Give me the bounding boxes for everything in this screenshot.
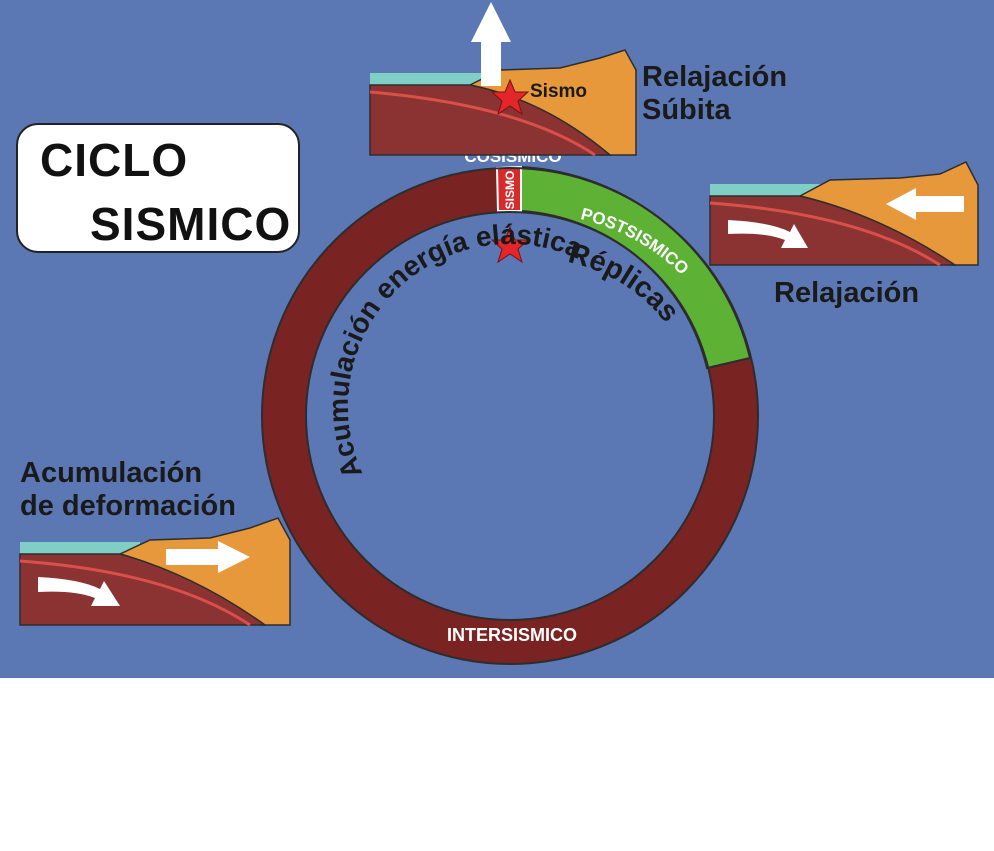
right-panel-curved-arrow — [728, 220, 808, 248]
left-caption-line-1: Acumulación — [20, 457, 203, 489]
left-caption-line-2: de deformación — [20, 490, 236, 522]
right-panel-slab-line — [709, 201, 941, 267]
top-subduction-panel: Sismo — [369, 2, 637, 157]
left-panel-slab-line — [19, 559, 251, 627]
title-line-2: SISMICO — [90, 198, 292, 250]
sismo-star-icon — [490, 78, 530, 116]
cycle-start-star — [490, 225, 530, 264]
left-panel-curved-arrow — [38, 577, 120, 606]
sismo-segment-label: SISMO — [503, 171, 517, 210]
ring-inner-edge — [305, 211, 715, 621]
right-panel-oceanic-plate — [709, 195, 958, 266]
right-caption: Relajación — [774, 277, 920, 309]
top-caption-line-2: Súbita — [642, 94, 731, 126]
top-caption-line-1: Relajación — [642, 61, 788, 93]
top-panel-ocean — [370, 73, 500, 85]
left-panel-ocean — [20, 542, 140, 554]
right-panel-ocean — [710, 184, 820, 196]
intersismico-label: INTERSISMICO — [447, 625, 577, 645]
left-panel-oceanic-plate — [19, 553, 268, 626]
top-panel-slab-line — [369, 90, 596, 157]
title-box: CICLO SISMICO — [16, 123, 300, 253]
right-panel-left-arrow — [886, 188, 964, 220]
left-panel-right-arrow — [166, 541, 250, 573]
sismo-label: Sismo — [530, 81, 587, 102]
top-panel-oceanic-plate — [369, 84, 613, 156]
uplift-arrow — [471, 2, 511, 86]
left-subduction-panel — [19, 517, 291, 627]
title-line-1: CICLO — [40, 134, 189, 186]
right-subduction-panel — [709, 161, 979, 267]
ring-outer-edge — [261, 167, 759, 665]
